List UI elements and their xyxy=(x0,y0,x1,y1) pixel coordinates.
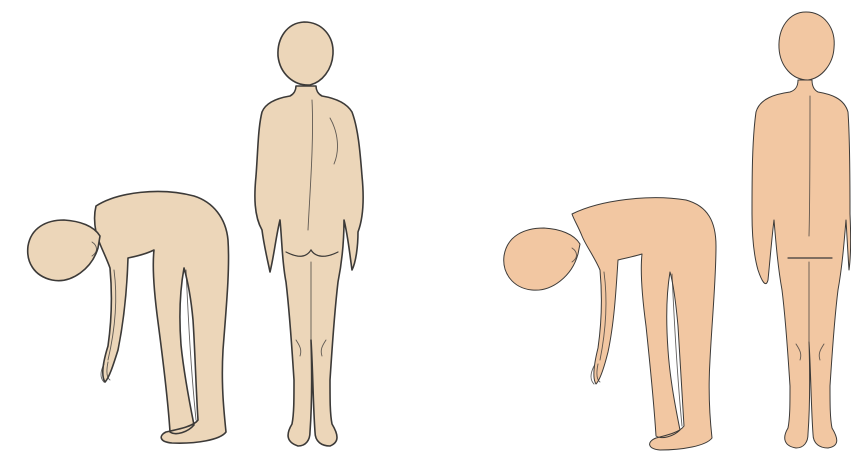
left-standing-head xyxy=(278,22,333,85)
left-bending-head xyxy=(28,220,100,281)
right-standing-figure xyxy=(752,12,851,448)
left-standing-figure xyxy=(255,22,363,446)
right-bending-head xyxy=(504,228,580,290)
right-standing-body xyxy=(752,80,851,448)
right-panel xyxy=(504,12,851,450)
left-panel xyxy=(28,22,363,446)
left-standing-body xyxy=(255,86,363,446)
right-bending-body xyxy=(572,198,716,450)
right-standing-head xyxy=(779,12,834,80)
left-bending-figure xyxy=(28,191,229,443)
right-bending-figure xyxy=(504,198,716,450)
